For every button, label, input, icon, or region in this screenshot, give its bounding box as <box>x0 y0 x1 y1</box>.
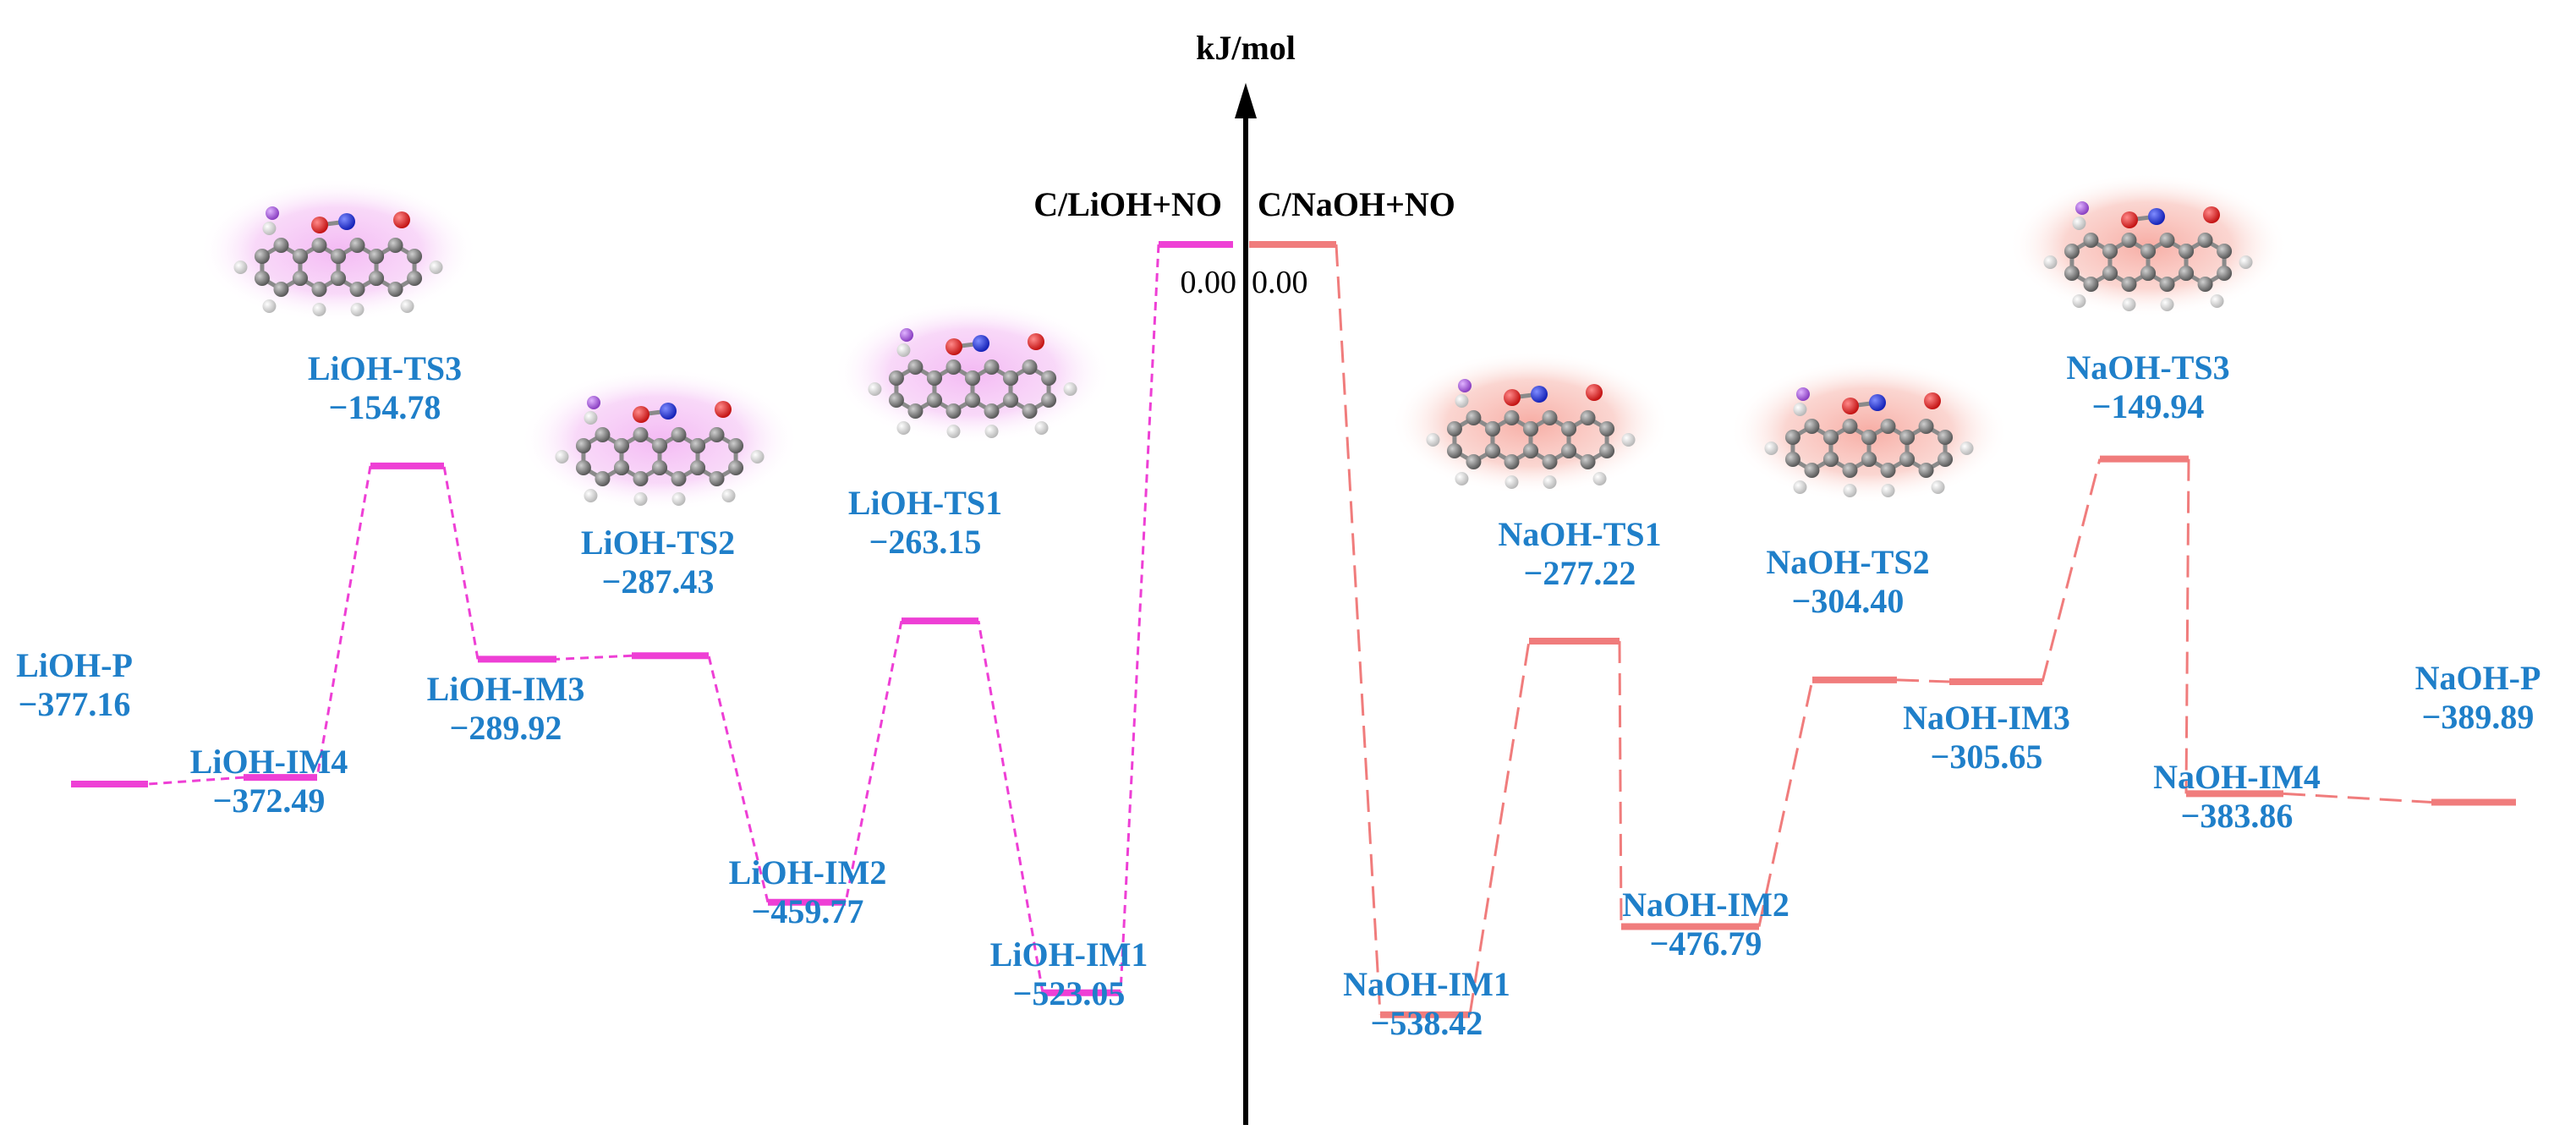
state-name-naoh-ts3: NaOH-TS3 <box>2066 348 2229 387</box>
connector-c-naoh-no-to-naoh-im1 <box>1335 244 1382 1015</box>
state-name-lioh-ts2: LiOH-TS2 <box>581 524 735 562</box>
state-name-lioh-im4: LiOH-IM4 <box>190 743 348 781</box>
connector-lioh-ts1-to-lioh-im2 <box>844 620 903 903</box>
state-energy-lioh-im4: −372.49 <box>213 782 326 820</box>
state-energy-naoh-ts1: −277.22 <box>1524 554 1636 592</box>
state-name-lioh-p: LiOH-P <box>16 646 133 684</box>
start-value-naoh: 0.00 <box>1252 265 1308 300</box>
molecule-image-naoh-ts1 <box>1391 351 1670 495</box>
series-lioh: LiOH-IM1−523.05 LiOH-TS1−263.15LiOH-IM2−4… <box>16 241 1233 1012</box>
connector-naoh-ts2-to-naoh-im3 <box>1896 678 1950 683</box>
state-name-naoh-ts2: NaOH-TS2 <box>1766 543 1929 581</box>
state-name-lioh-ts1: LiOH-TS1 <box>848 484 1002 522</box>
state-energy-lioh-im1: −523.05 <box>1013 974 1126 1012</box>
state-energy-lioh-im2: −459.77 <box>752 892 864 930</box>
state-name-naoh-p: NaOH-P <box>2415 659 2541 697</box>
state-energy-naoh-im3: −305.65 <box>1931 738 2043 776</box>
state-energy-naoh-p: −389.89 <box>2422 698 2535 736</box>
molecule-image-lioh-ts3 <box>199 178 478 322</box>
connector-lioh-im1-to-lioh-ts1 <box>977 620 1044 994</box>
state-name-naoh-im3: NaOH-IM3 <box>1903 699 2070 737</box>
molecule-image-naoh-ts2 <box>1729 359 2009 503</box>
state-energy-naoh-im2: −476.79 <box>1650 924 1762 963</box>
connector-lioh-im4-to-lioh-p <box>147 776 244 786</box>
connector-naoh-ts3-to-naoh-im4 <box>2184 458 2190 794</box>
molecule-image-lioh-ts1 <box>833 300 1112 444</box>
state-energy-lioh-ts3: −154.78 <box>329 388 441 426</box>
state-energy-lioh-im3: −289.92 <box>450 709 562 747</box>
series-naoh: NaOH-IM1−538.42 NaOH-TS1−277.22NaOH-IM2−4… <box>1249 241 2541 1042</box>
state-name-naoh-ts1: NaOH-TS1 <box>1498 515 1661 553</box>
state-energy-lioh-ts2: −287.43 <box>602 562 715 601</box>
state-name-naoh-im2: NaOH-IM2 <box>1622 886 1789 924</box>
connector-naoh-im1-to-naoh-ts1 <box>1468 640 1531 1016</box>
connector-lioh-im3-to-lioh-ts3 <box>442 465 480 660</box>
molecule-image-lioh-ts2 <box>520 368 799 512</box>
connector-naoh-ts1-to-naoh-im2 <box>1618 640 1623 927</box>
state-name-lioh-im3: LiOH-IM3 <box>427 670 585 708</box>
state-name-naoh-im1: NaOH-IM1 <box>1343 965 1510 1003</box>
state-energy-naoh-im1: −538.42 <box>1371 1004 1483 1042</box>
axis-unit-label: kJ/mol <box>1196 29 1296 67</box>
connector-naoh-im3-to-naoh-ts3 <box>2041 458 2102 683</box>
start-value-lioh: 0.00 <box>1181 265 1237 300</box>
connector-naoh-im2-to-naoh-ts2 <box>1757 679 1814 927</box>
energy-axis-arrow <box>1235 83 1257 118</box>
state-energy-naoh-ts3: −149.94 <box>2092 387 2205 425</box>
state-name-naoh-im4: NaOH-IM4 <box>2153 758 2321 796</box>
state-name-lioh-ts3: LiOH-TS3 <box>308 349 462 387</box>
state-name-lioh-im2: LiOH-IM2 <box>729 853 887 891</box>
state-energy-naoh-ts2: −304.40 <box>1792 582 1905 620</box>
state-energy-lioh-p: −377.16 <box>19 685 131 723</box>
connector-lioh-ts2-to-lioh-im3 <box>556 654 633 661</box>
state-energy-naoh-im4: −383.86 <box>2181 797 2294 835</box>
connector-c-lioh-no-to-lioh-im1 <box>1119 244 1160 993</box>
molecule-structure-images <box>199 173 2288 512</box>
state-name-lioh-im1: LiOH-IM1 <box>990 935 1148 974</box>
molecule-image-naoh-ts3 <box>2009 173 2288 317</box>
state-energy-lioh-ts1: −263.15 <box>869 523 982 561</box>
connector-naoh-im4-to-naoh-p <box>2283 792 2432 804</box>
start-label-naoh: C/NaOH+NO <box>1258 185 1455 223</box>
energy-profile-plot: LiOH-IM1−523.05LiOH-TS1−263.15LiOH-IM2−4… <box>16 241 2541 1042</box>
connector-lioh-ts3-to-lioh-im4 <box>315 465 372 778</box>
start-label-lioh: C/LiOH+NO <box>1033 185 1222 223</box>
